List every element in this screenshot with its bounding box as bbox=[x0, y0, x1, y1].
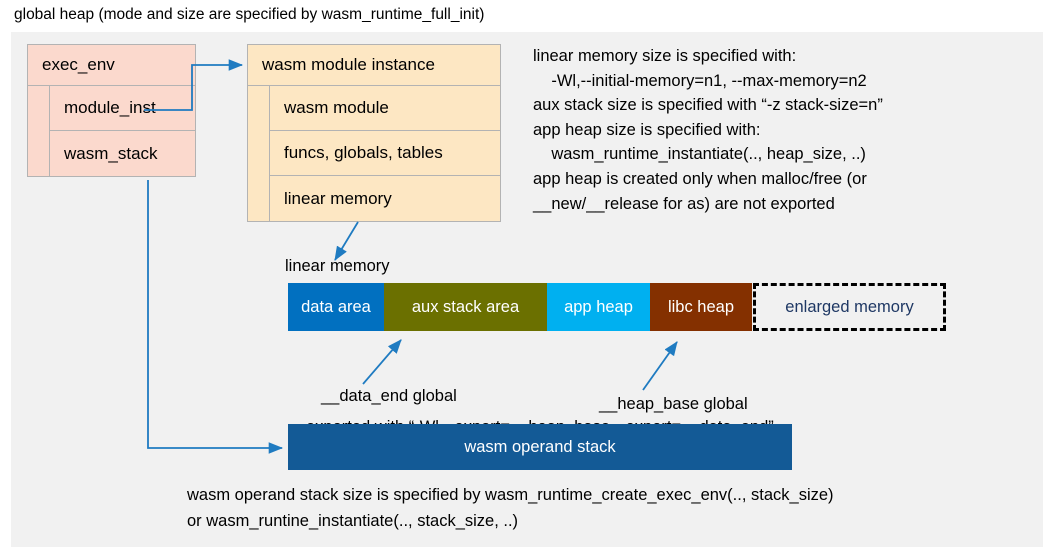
module-instance-row-wasm-module: wasm module bbox=[270, 86, 500, 131]
memory-segment-label: aux stack area bbox=[411, 297, 520, 316]
wasm-operand-stack-box: wasm operand stack bbox=[288, 424, 792, 470]
wasm-module-instance-box: wasm module instance wasm module funcs, … bbox=[247, 44, 501, 222]
linear-memory-info-text: linear memory size is specified with: -W… bbox=[533, 47, 883, 213]
exec-env-header: exec_env bbox=[28, 45, 195, 86]
memory-segment-label: libc heap bbox=[667, 297, 735, 316]
module-instance-row-funcs-globals-tables: funcs, globals, tables bbox=[270, 131, 500, 176]
arrow-linear-memory-to-bar bbox=[334, 221, 359, 261]
memory-segment-aux-stack-area: aux stack area bbox=[384, 283, 547, 331]
memory-segment-label: app heap bbox=[564, 297, 633, 316]
exec-env-rows: module_inst wasm_stack bbox=[50, 86, 195, 176]
annotation-heap-base: __heap_base global bbox=[599, 395, 748, 413]
linear-memory-label: linear memory bbox=[285, 257, 390, 275]
memory-segment-enlarged-memory: enlarged memory bbox=[753, 283, 946, 331]
memory-segment-label: enlarged memory bbox=[785, 297, 914, 316]
memory-segment-libc-heap: libc heap bbox=[650, 283, 752, 331]
arrow-data-end-pointer bbox=[362, 339, 402, 385]
arrow-heap-base-pointer bbox=[642, 341, 678, 391]
memory-segment-data-area: data area bbox=[288, 283, 384, 331]
exec-env-row-module-inst: module_inst bbox=[50, 86, 195, 131]
module-instance-indent bbox=[248, 86, 270, 221]
exec-env-indent bbox=[28, 86, 50, 176]
annotation-data-end: __data_end global bbox=[321, 387, 457, 405]
memory-segment-label: data area bbox=[301, 297, 371, 316]
page-title: global heap (mode and size are specified… bbox=[14, 6, 485, 23]
exec-env-body: module_inst wasm_stack bbox=[28, 86, 195, 176]
module-instance-body: wasm module funcs, globals, tables linea… bbox=[248, 86, 500, 221]
exec-env-box: exec_env module_inst wasm_stack bbox=[27, 44, 196, 177]
diagram-canvas: exec_env module_inst wasm_stack wasm mod… bbox=[11, 32, 1043, 547]
operand-stack-note: wasm operand stack size is specified by … bbox=[187, 486, 834, 530]
module-instance-rows: wasm module funcs, globals, tables linea… bbox=[270, 86, 500, 221]
module-instance-header: wasm module instance bbox=[248, 45, 500, 86]
exec-env-row-wasm-stack: wasm_stack bbox=[64, 143, 158, 163]
module-instance-row-linear-memory: linear memory bbox=[284, 188, 392, 208]
linear-memory-bar: data area aux stack area app heap libc heap… bbox=[288, 283, 946, 331]
memory-segment-app-heap: app heap bbox=[547, 283, 650, 331]
